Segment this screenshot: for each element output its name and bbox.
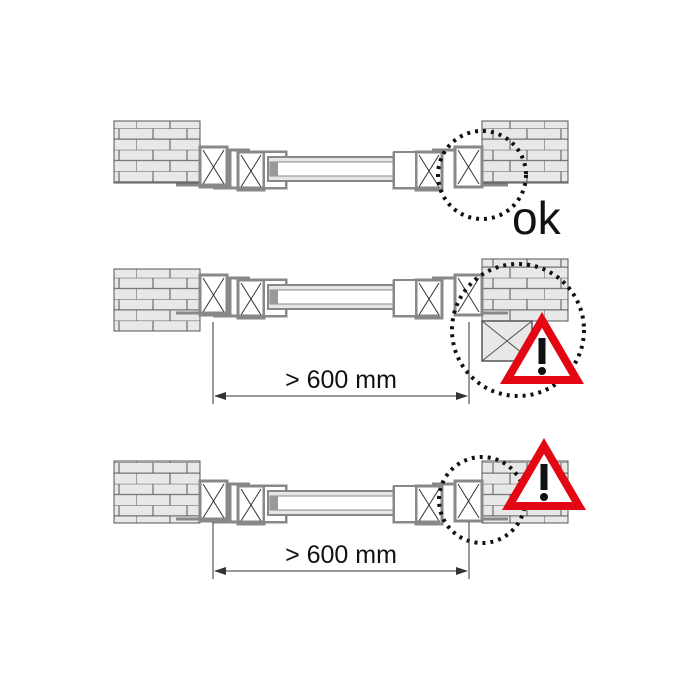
left-brick-wall [113,120,201,184]
dimension-row-3: > 600 mm [212,522,470,579]
left-brick-wall [113,268,201,332]
row-ok: ok [113,120,569,244]
dimension-label: > 600 mm [285,541,397,569]
dimension-label: > 600 mm [285,366,397,394]
left-brick-wall [113,460,201,524]
row-anchor-block [113,258,586,398]
row-brick-overlap [113,446,579,545]
ok-label: ok [512,192,562,244]
detail-highlight-circle [450,262,586,398]
detail-highlight-circle [436,129,528,221]
dimension-row-2: > 600 mm [212,322,470,404]
